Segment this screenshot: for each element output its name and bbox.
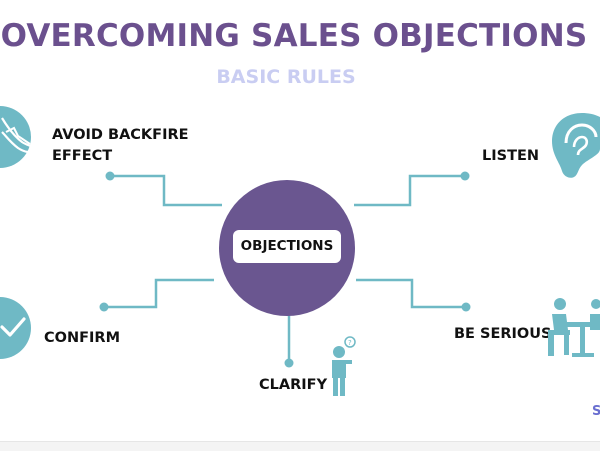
connector-dot-avoid bbox=[105, 171, 115, 181]
node-label-avoid-line2: EFFECT bbox=[52, 148, 113, 164]
node-label-confirm: CONFIRM bbox=[44, 330, 120, 346]
svg-text:?: ? bbox=[348, 339, 352, 347]
ear-icon bbox=[552, 113, 600, 178]
connector-dot-clarify bbox=[284, 358, 294, 368]
node-label-clarify: CLARIFY bbox=[259, 377, 328, 393]
connector-dot-serious bbox=[461, 302, 471, 312]
connector-serious bbox=[356, 278, 466, 309]
page-subtitle: BASIC RULES bbox=[216, 66, 356, 88]
boomerang-icon bbox=[0, 106, 38, 168]
bottom-edge bbox=[0, 441, 600, 451]
node-label-listen: LISTEN bbox=[482, 148, 540, 164]
checkmark-icon bbox=[0, 297, 31, 359]
center-label: OBJECTIONS bbox=[233, 230, 341, 263]
connector-listen bbox=[354, 174, 465, 207]
node-label-avoid: AVOID BACKFIRE EFFECT bbox=[52, 125, 189, 167]
connector-confirm bbox=[104, 278, 214, 309]
connector-dot-confirm bbox=[99, 302, 109, 312]
connector-dot-listen bbox=[460, 171, 470, 181]
node-label-serious: BE SERIOUS bbox=[454, 326, 552, 342]
meeting-table-icon bbox=[548, 298, 600, 357]
page-title: OVERCOMING SALES OBJECTIONS bbox=[0, 18, 588, 54]
connector-avoid bbox=[110, 174, 222, 207]
node-label-avoid-line1: AVOID BACKFIRE bbox=[52, 127, 189, 143]
thinking-person-icon: ? bbox=[332, 336, 356, 396]
corner-mark: S bbox=[592, 404, 600, 419]
